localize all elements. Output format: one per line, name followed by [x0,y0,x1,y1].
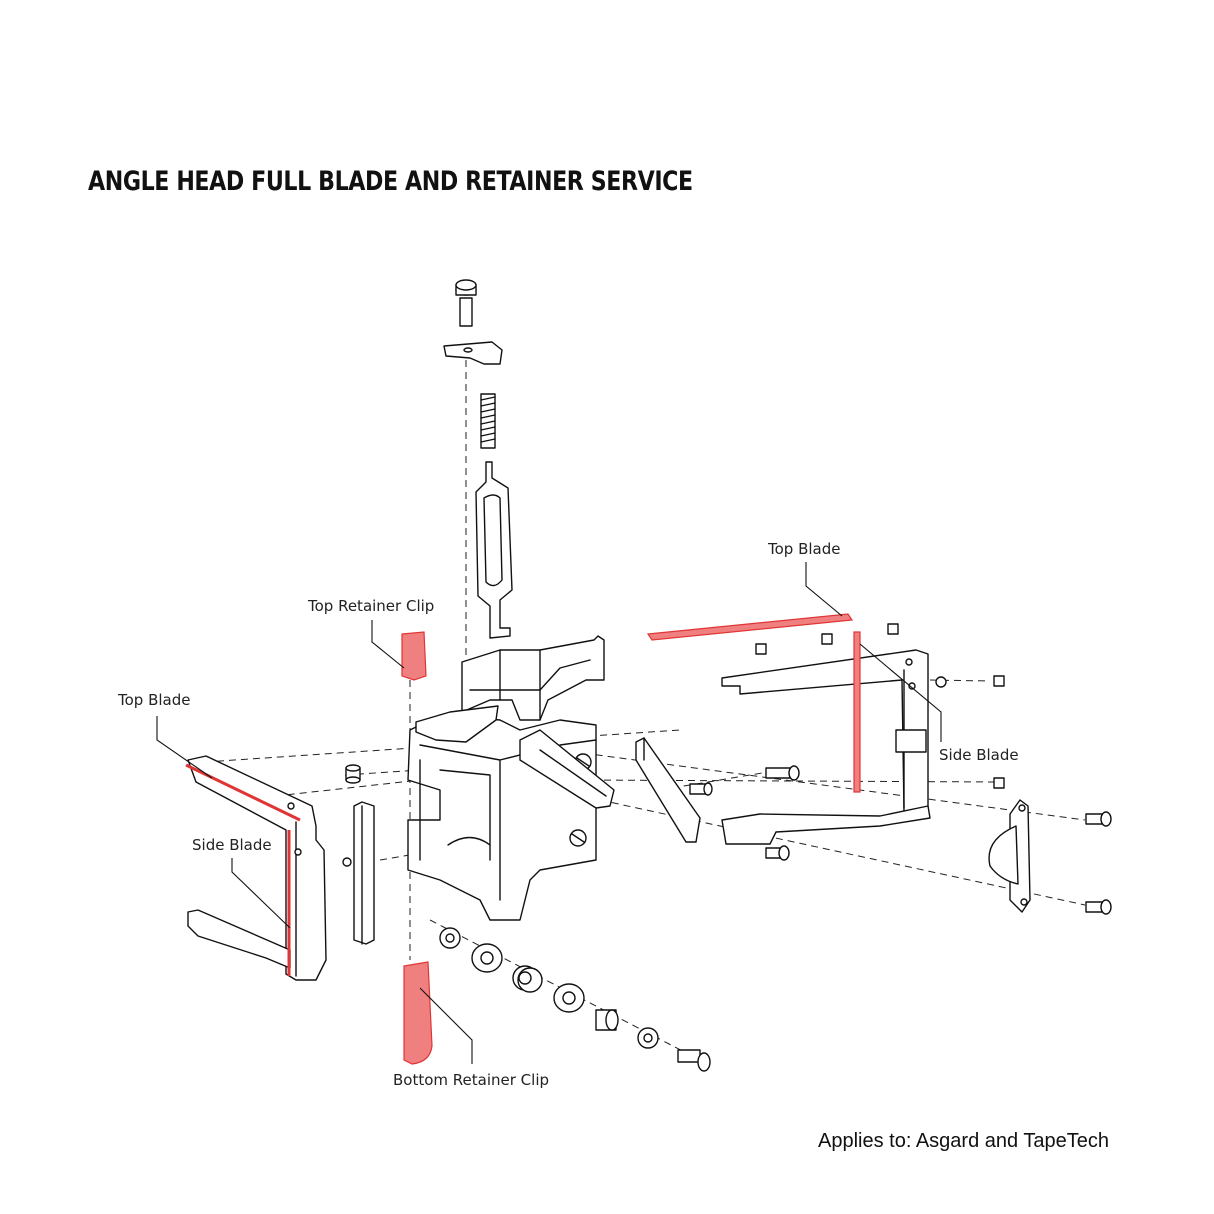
label-side-blade-right: Side Blade [939,746,1019,764]
left-frame [187,755,327,981]
lever-plate [475,461,513,639]
side-bar [342,801,375,945]
label-top-retainer-clip: Top Retainer Clip [308,597,435,615]
pin [345,764,361,784]
screw [765,765,800,781]
top-blade-left [185,763,301,822]
page-title: ANGLE HEAD FULL BLADE AND RETAINER SERVI… [88,166,693,197]
label-side-blade-left: Side Blade [192,836,272,854]
top-screw [455,279,477,327]
top-retainer-clip [401,631,427,681]
end-cap [988,799,1031,913]
leader-side-blade-left [231,858,291,929]
angled-blade-piece [635,737,701,843]
top-blade-right [646,613,854,641]
screw [765,845,790,861]
lever-arms [461,635,605,721]
label-bottom-retainer-clip: Bottom Retainer Clip [393,1071,550,1089]
leader-top-retainer-clip [371,620,405,669]
side-blade-right [853,631,861,793]
screw [689,782,713,796]
leader-bottom-retainer-clip [419,987,473,1064]
body-top-plate [415,705,499,743]
right-frame [721,623,1005,845]
washer-stack [439,927,711,1072]
leader-side-blade-right [859,643,942,742]
assembly-guide-lines [204,360,1086,1061]
label-top-blade-left: Top Blade [118,691,191,709]
bottom-retainer-clip [403,961,433,1065]
label-top-blade-right: Top Blade [768,540,841,558]
top-bracket [443,341,503,365]
applies-to-note: Applies to: Asgard and TapeTech [818,1130,1109,1152]
leader-top-blade-right [805,562,843,617]
spring [480,393,496,449]
main-body [407,714,597,921]
screw [1085,811,1112,827]
leader-top-blade-left [156,716,213,779]
screw [1085,899,1112,915]
angled-arm [519,729,615,809]
